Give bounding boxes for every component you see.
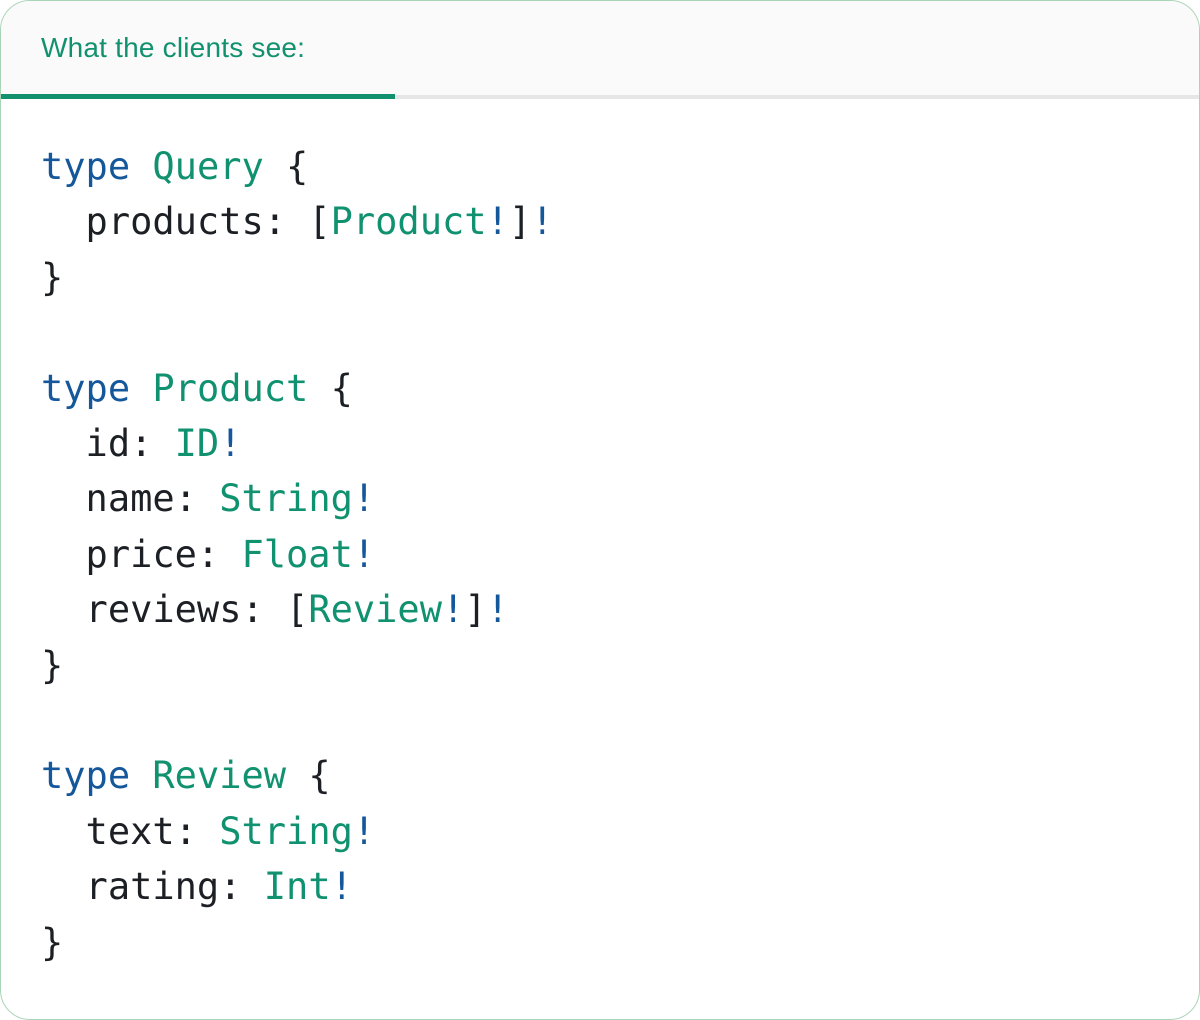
code-token: !	[352, 809, 376, 853]
code-line: type Review {	[41, 748, 1159, 803]
code-token: Product	[152, 366, 309, 410]
code-token: ID	[174, 422, 220, 466]
code-token: products: [	[41, 200, 331, 244]
code-token: type	[41, 145, 131, 188]
code-token: }	[41, 920, 64, 964]
code-token: text:	[41, 809, 220, 853]
code-token: !	[352, 477, 376, 521]
code-token: !	[486, 588, 509, 632]
code-token: !	[352, 532, 376, 576]
code-token: reviews: [	[41, 588, 309, 632]
code-token: Query	[152, 145, 264, 188]
code-token: String	[219, 809, 353, 853]
code-token	[130, 145, 152, 188]
code-line: name: String!	[41, 471, 1159, 526]
code-token: type	[41, 366, 131, 410]
code-token: price:	[41, 532, 242, 576]
code-token: name:	[41, 477, 220, 521]
code-token: Float	[241, 532, 353, 576]
code-line: }	[41, 250, 1159, 305]
code-token: {	[263, 145, 309, 188]
code-token: Int	[263, 865, 331, 909]
code-line: price: Float!	[41, 527, 1159, 582]
code-line: type Product {	[41, 361, 1159, 416]
code-token: {	[308, 366, 353, 410]
code-token: }	[41, 255, 64, 299]
code-line: }	[41, 915, 1159, 970]
code-line: }	[41, 638, 1159, 693]
code-token: !	[486, 200, 509, 244]
code-token: type	[41, 754, 131, 798]
code-token: ]	[464, 588, 487, 632]
code-token: !	[531, 200, 554, 244]
code-token: !	[441, 588, 465, 632]
tab-label: What the clients see:	[41, 32, 306, 63]
tab-bar: What the clients see:	[1, 1, 1199, 99]
code-line: text: String!	[41, 804, 1159, 859]
code-line: type Query {	[41, 139, 1159, 194]
code-token	[130, 754, 152, 797]
code-line	[41, 693, 1159, 748]
code-token: {	[286, 754, 331, 798]
tab-what-clients-see[interactable]: What the clients see:	[1, 1, 395, 99]
code-token: String	[219, 477, 353, 521]
code-token: }	[41, 643, 64, 687]
code-token: Product	[330, 200, 487, 244]
code-line: rating: Int!	[41, 859, 1159, 914]
code-line	[41, 305, 1159, 360]
code-panel: type Query { products: [Product!]!} type…	[1, 99, 1199, 981]
code-token: id:	[41, 422, 175, 466]
code-line: reviews: [Review!]!	[41, 582, 1159, 637]
code-token: rating:	[41, 865, 264, 909]
code-token: !	[330, 865, 353, 909]
code-line: id: ID!	[41, 416, 1159, 471]
code-token	[130, 367, 152, 410]
code-line: products: [Product!]!	[41, 194, 1159, 249]
code-token: !	[219, 422, 242, 466]
code-block: type Query { products: [Product!]!} type…	[41, 139, 1159, 970]
code-token: ]	[508, 200, 532, 244]
code-token: Review	[308, 588, 442, 632]
code-token: Review	[152, 754, 287, 798]
